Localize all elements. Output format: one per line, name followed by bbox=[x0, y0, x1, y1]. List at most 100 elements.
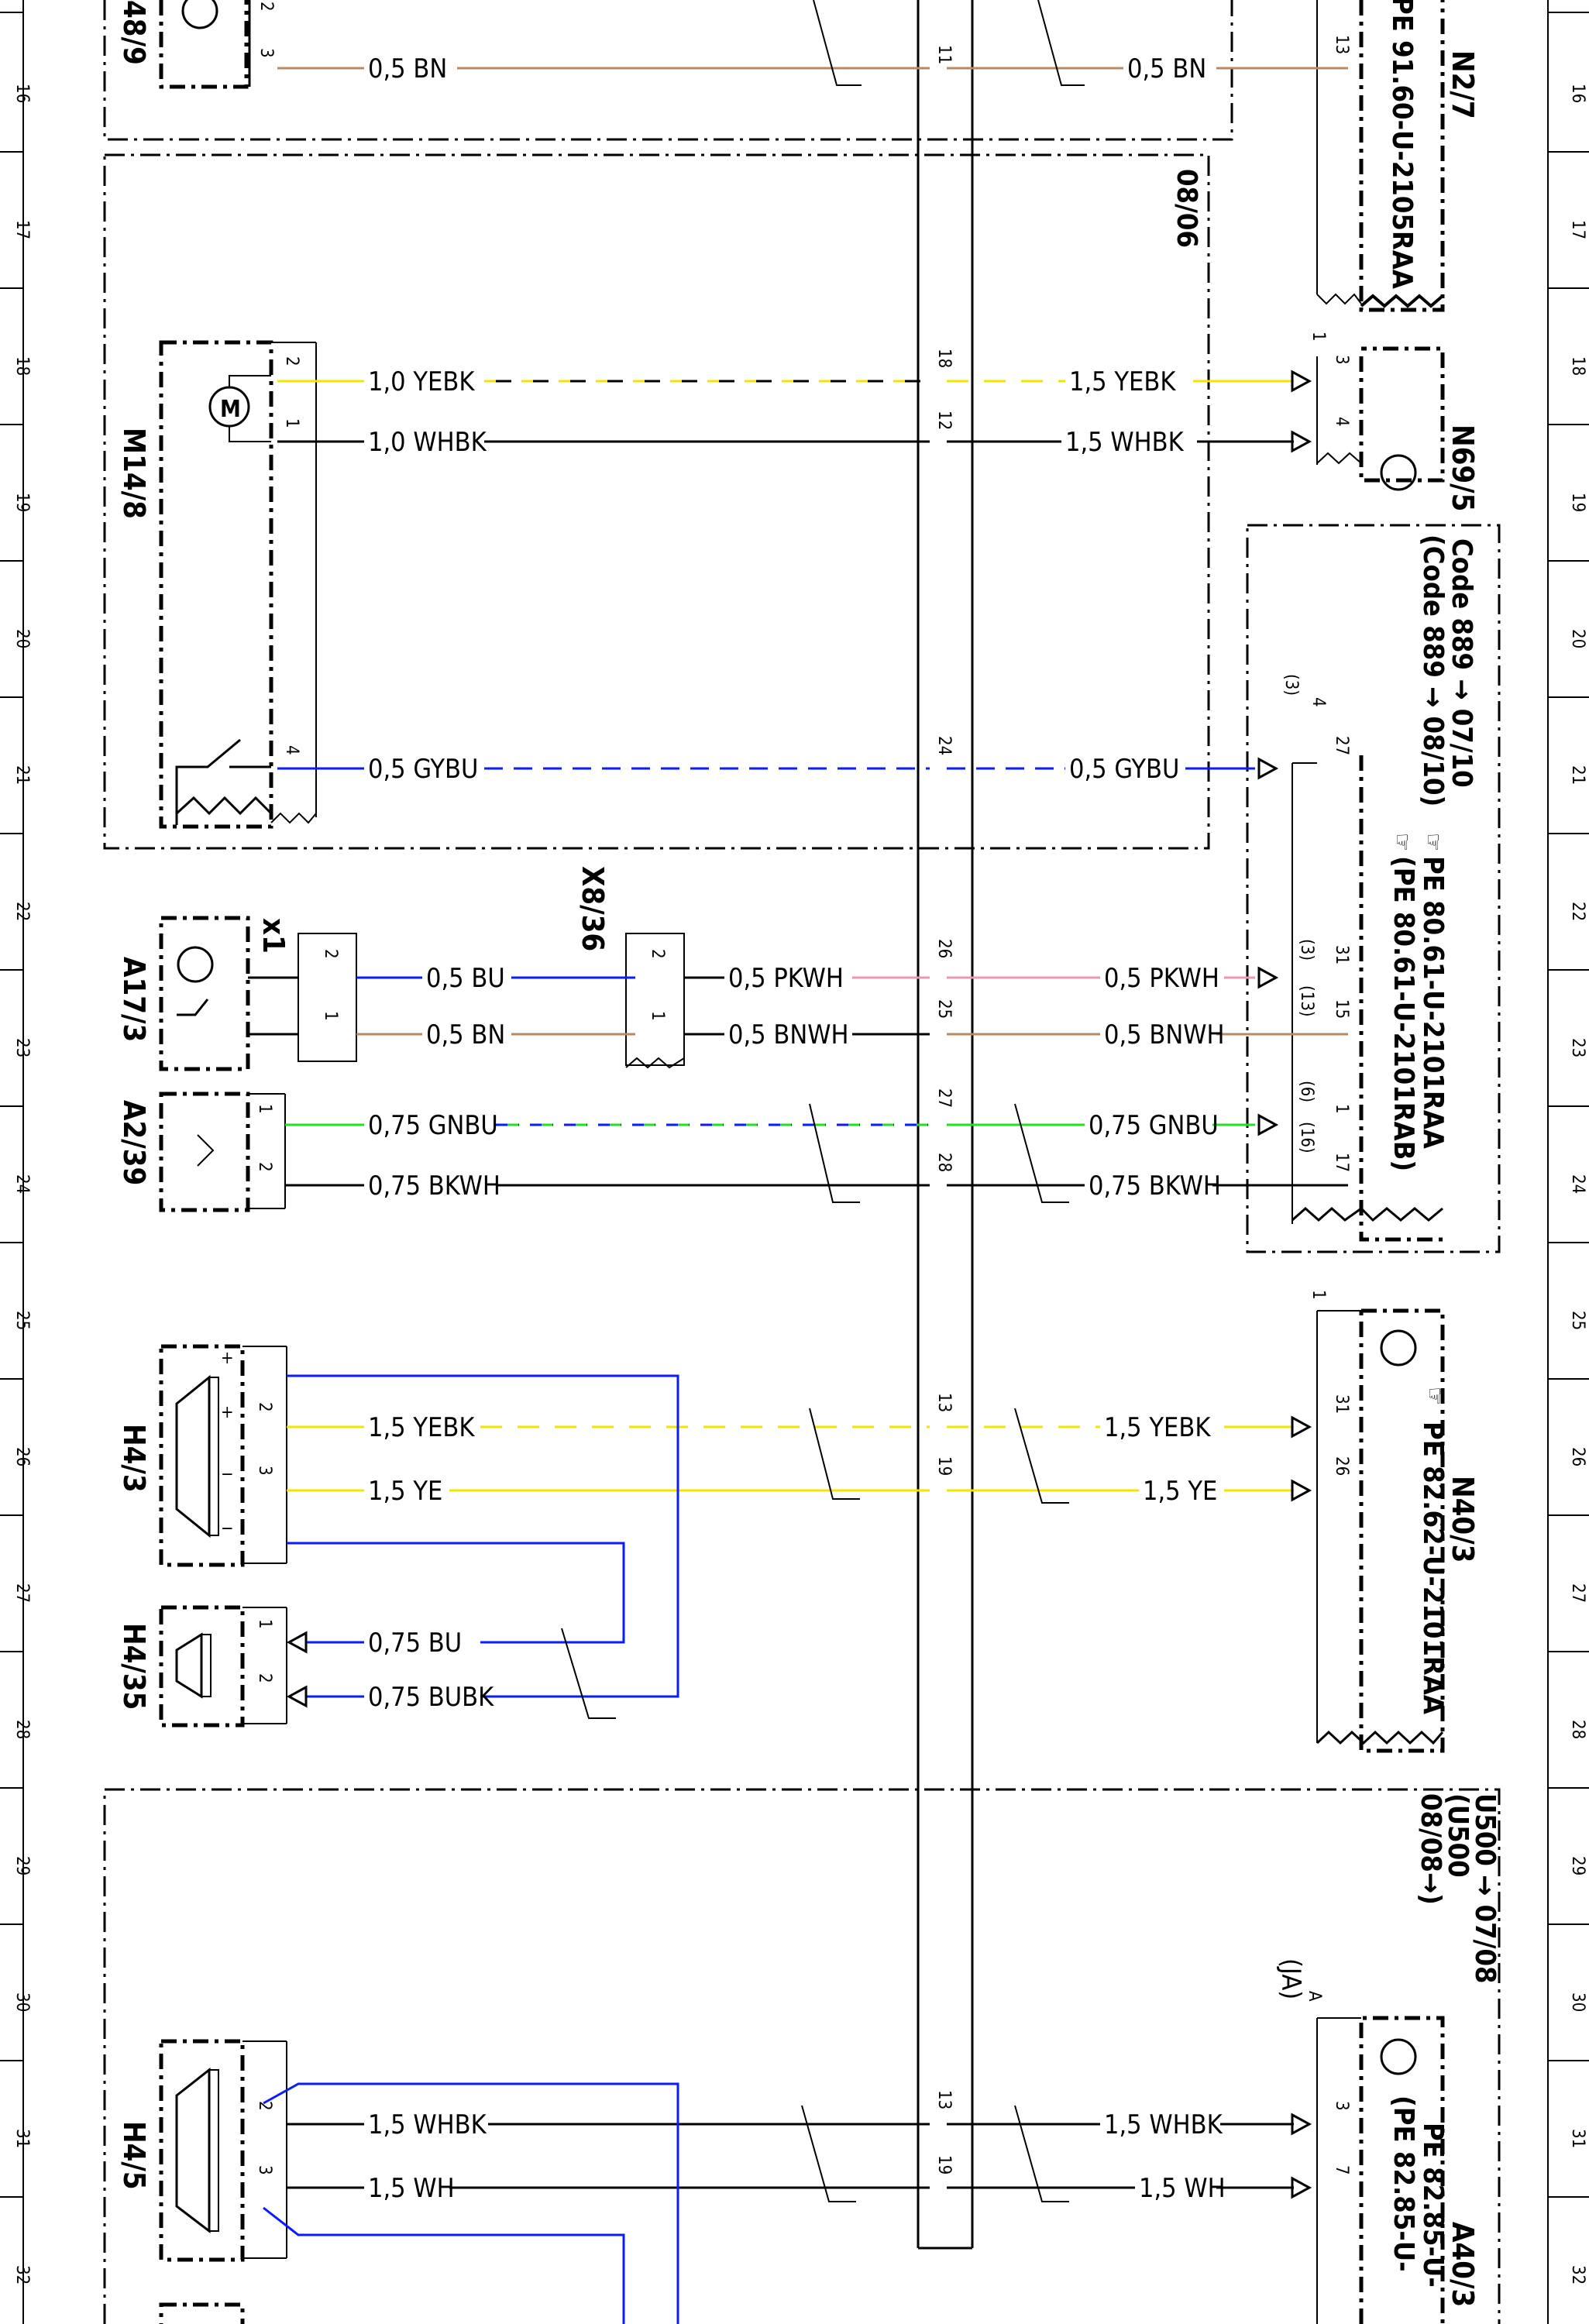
transistor-icon bbox=[1380, 2038, 1417, 2075]
pin-label: 4 bbox=[282, 745, 301, 755]
part-reference: (PE 82.85-U- bbox=[1388, 2095, 1419, 2272]
component-label: A2/39 bbox=[117, 1100, 151, 1185]
component-label: N40/3 bbox=[1446, 1476, 1480, 1563]
boundary-u500 bbox=[103, 1788, 1501, 2324]
pin-label: 26 bbox=[1332, 1456, 1351, 1476]
code-note: 08/08→) bbox=[1415, 1793, 1446, 1905]
pin-label: 28 bbox=[934, 1153, 954, 1172]
component-n2-7: N2/7 PE 91.60-U-2105RAA bbox=[1316, 0, 1480, 312]
polarity-label: − bbox=[221, 1519, 234, 1538]
transistor-icon bbox=[181, 0, 218, 29]
grid-number: 25 bbox=[1568, 1311, 1587, 1330]
component-label: N69/5 bbox=[1446, 425, 1480, 511]
wire-label: 0,75 BU bbox=[368, 1628, 462, 1659]
grid-number: 23 bbox=[12, 1038, 32, 1057]
grid-number: 16 bbox=[12, 84, 32, 103]
component-label: N2/7 bbox=[1446, 50, 1480, 119]
pin-note: (13) bbox=[1297, 985, 1316, 1017]
wire-label: 0,75 GNBU bbox=[368, 1110, 498, 1141]
component-n69-5: N69/5 Code 889 → 07/10 (Code 889 → 08/10… bbox=[1281, 332, 1480, 1242]
pin-label: 2 bbox=[282, 356, 301, 366]
grid-number: 20 bbox=[1568, 629, 1587, 648]
wire-label: 0,5 BNWH bbox=[1104, 1019, 1224, 1050]
component-label: A40/3 bbox=[1446, 2222, 1480, 2307]
wire-label: 1,5 WH bbox=[1139, 2173, 1226, 2204]
code-note: (JA) bbox=[1275, 1958, 1306, 1999]
part-reference: PE 82.62-U-2101RAA bbox=[1417, 1422, 1449, 1714]
wire-label: 1,5 WHBK bbox=[1104, 2109, 1223, 2140]
cut-edge bbox=[1316, 1730, 1444, 1745]
transistor-icon bbox=[177, 946, 214, 983]
component-label: H4/35 bbox=[117, 1623, 151, 1710]
pin-label: 3 bbox=[255, 1466, 274, 1476]
pin-label: 3 bbox=[1332, 355, 1351, 365]
splice-marks bbox=[561, 0, 1085, 2202]
code-label-08-06: 08/06 bbox=[1171, 169, 1202, 248]
pin-label: 1 bbox=[255, 1104, 274, 1114]
wire-label: 0,5 PKWH bbox=[728, 963, 844, 994]
grid-rail-left bbox=[0, 0, 24, 2324]
wire-label: 1,5 WHBK bbox=[1065, 427, 1185, 458]
transistor-icon bbox=[1380, 454, 1417, 491]
grid-number: 18 bbox=[12, 356, 32, 376]
component-label: M14/8 bbox=[117, 428, 151, 519]
grid-number: 27 bbox=[12, 1583, 32, 1603]
component-h4-5: H4/5 bbox=[117, 2039, 287, 2324]
wire-label: 0,75 BKWH bbox=[368, 1171, 500, 1202]
pin-label: 12 bbox=[934, 411, 954, 430]
pin-label: 2 bbox=[648, 949, 667, 959]
code-note: (U500 bbox=[1442, 1793, 1474, 1878]
pin-label: 2 bbox=[255, 1402, 274, 1412]
pin-label: 25 bbox=[934, 999, 954, 1019]
grid-number: 30 bbox=[12, 1992, 32, 2012]
wires bbox=[248, 67, 1348, 2324]
polarity-label: − bbox=[221, 1465, 234, 1484]
pin-label: 3 bbox=[256, 48, 276, 58]
grid-number: 28 bbox=[1568, 1720, 1587, 1739]
pin-note: 1 bbox=[1309, 1290, 1328, 1300]
pin-note: A bbox=[1305, 1991, 1324, 2002]
cut-edge bbox=[270, 812, 317, 824]
component-48-9: 48/9 2 bbox=[117, 0, 276, 89]
component-label: H4/3 bbox=[117, 1424, 151, 1493]
part-reference: PE 91.60-U-2105RAA bbox=[1386, 0, 1418, 289]
wire-label: 0,75 GNBU bbox=[1089, 1110, 1219, 1141]
component-label: X8/36 bbox=[576, 866, 610, 951]
polarity-label: + bbox=[221, 1403, 234, 1422]
component-n40-3: ☞ N40/3 PE 82.62-U-2101RAA 1 bbox=[1309, 1290, 1480, 1753]
pin-label: 13 bbox=[934, 1393, 954, 1412]
grid-number: 21 bbox=[12, 765, 32, 785]
wire-label: 0,5 BNWH bbox=[728, 1019, 848, 1050]
wire-speaker-bridge bbox=[287, 1374, 679, 1698]
wire-label: 1,0 YEBK bbox=[368, 366, 475, 397]
pin-label: 31 bbox=[1332, 945, 1351, 964]
wire-label: 0,75 BUBK bbox=[368, 1682, 494, 1713]
pin-label: 18 bbox=[934, 349, 954, 368]
pin-label: 2 bbox=[255, 2101, 274, 2111]
wire-label: 1,5 YEBK bbox=[368, 1412, 475, 1443]
grid-number: 32 bbox=[12, 2265, 32, 2284]
pin-label: 13 bbox=[1332, 35, 1351, 54]
pin-label: 13 bbox=[934, 2090, 954, 2109]
pin-note: (3) bbox=[1297, 939, 1316, 961]
wire-label: 0,5 BN bbox=[426, 1019, 505, 1050]
pin-note: (16) bbox=[1297, 1122, 1316, 1153]
pointer-icon: ☞ bbox=[1421, 1387, 1448, 1405]
grid-number: 19 bbox=[12, 493, 32, 512]
connector-label: x1 bbox=[256, 918, 291, 954]
pin-label: 1 bbox=[255, 1619, 274, 1629]
speaker-icon bbox=[175, 1632, 203, 1699]
wire-label: 1,5 YE bbox=[1143, 1476, 1217, 1507]
pin-label: 19 bbox=[934, 2155, 954, 2174]
wire-label: 1,5 YEBK bbox=[1069, 366, 1176, 397]
pin-label: 1 bbox=[282, 418, 301, 428]
switch-icon bbox=[177, 999, 209, 1016]
pin-labels: 3 11 13 2 18 3 1 12 4 4 24 27 2 2 26 31 … bbox=[255, 35, 1351, 2175]
boundary-top bbox=[103, 0, 1233, 141]
wire-label: 0,5 PKWH bbox=[1104, 963, 1219, 994]
pin-label: 4 bbox=[1332, 417, 1351, 427]
grid-number: 27 bbox=[1568, 1583, 1587, 1603]
pin-label: 1 bbox=[321, 1011, 340, 1021]
cut-edge bbox=[1316, 293, 1362, 305]
